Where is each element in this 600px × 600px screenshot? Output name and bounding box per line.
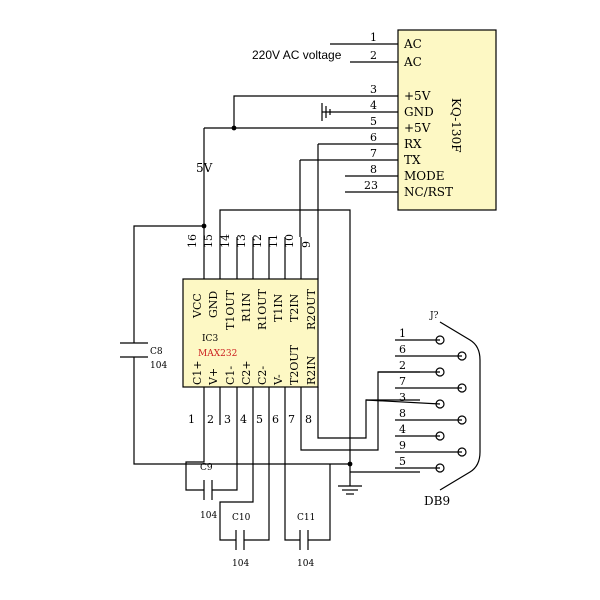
ic-top-pin-number-16: 16	[186, 234, 199, 248]
ic-bottom-pin-label-c2m: C2-	[256, 366, 269, 385]
capacitor-c11-value: 104	[297, 559, 314, 569]
capacitor-c11-name: C11	[297, 513, 315, 523]
ic-part-name: MAX232	[198, 349, 237, 359]
capacitor-c8	[120, 342, 148, 358]
five-volt-label: 5V	[196, 161, 213, 175]
module-pin-number-3: 3	[370, 83, 377, 96]
capacitor-c8-name: C8	[150, 347, 163, 357]
ic-bottom-pin-number-5: 5	[256, 413, 263, 426]
db9-pin-number-1: 1	[399, 327, 406, 340]
ic-top-pin-label-t2in: T2IN	[288, 293, 301, 322]
module-name: KQ-130F	[449, 98, 463, 153]
db9-shell	[439, 321, 481, 491]
module-pin-label-6: RX	[404, 137, 422, 151]
db9-pins	[365, 335, 467, 473]
module-pin-label-23: NC/RST	[404, 185, 453, 199]
capacitor-c10	[219, 425, 270, 550]
capacitor-c9-value: 104	[200, 511, 217, 521]
ic-top-pin-lines	[203, 144, 319, 279]
ic-bottom-pin-label-c1p: C1+	[191, 360, 204, 385]
ic-bottom-pin-number-2: 2	[207, 413, 214, 426]
db9-pin-number-6: 6	[399, 343, 406, 356]
capacitor-c8-value: 104	[150, 361, 167, 371]
ic-top-pin-label-gnd: GND	[207, 291, 220, 318]
ic-bottom-pin-number-7: 7	[288, 413, 295, 426]
module-pin-number-8: 8	[370, 163, 377, 176]
ic-bottom-pin-number-3: 3	[224, 413, 231, 426]
module-pin-number-5: 5	[370, 115, 377, 128]
capacitor-c10-value: 104	[232, 559, 249, 569]
ic-top-pin-number-11: 11	[267, 234, 280, 248]
ic-bottom-pin-label-vm: V-	[272, 374, 285, 386]
db9-name: DB9	[424, 494, 450, 508]
ic-bottom-pin-label-c1m: C1-	[224, 366, 237, 385]
ic-bottom-pin-label-t2out: T2OUT	[288, 344, 301, 385]
ic-top-pin-number-14: 14	[219, 234, 232, 248]
power-wiring	[133, 95, 420, 495]
db9-pin-number-4: 4	[399, 423, 406, 436]
db9-pin-number-5: 5	[399, 455, 406, 468]
module-pin-label-8: MODE	[404, 169, 445, 183]
ic-bottom-pin-label-r2in: R2IN	[305, 355, 318, 385]
module-pin-number-7: 7	[370, 147, 377, 160]
capacitor-c10-name: C10	[232, 513, 251, 523]
ic-bottom-pin-lines	[203, 387, 319, 425]
ic-top-pin-label-t1in: T1IN	[272, 293, 285, 322]
ic-top-pin-label-vcc: VCC	[191, 293, 204, 319]
module-pin-label-3: +5V	[404, 89, 431, 103]
ic-top-pin-number-9: 9	[300, 241, 313, 248]
ic-designator: IC3	[202, 334, 218, 344]
db9-pin-number-3: 3	[399, 391, 406, 404]
module-pin-label-1: AC	[403, 37, 422, 51]
db9-pin-number-8: 8	[399, 407, 406, 420]
module-pin-label-5: +5V	[404, 121, 431, 135]
module-pin-label-7: TX	[404, 153, 421, 167]
module-pin-label-2: AC	[403, 55, 422, 69]
ic-top-pin-label-r1in: R1IN	[240, 292, 253, 322]
ic-bottom-pin-number-1: 1	[188, 413, 195, 426]
ac-voltage-label: 220V AC voltage	[252, 48, 342, 62]
db9-ref: J?	[429, 311, 439, 321]
ic-top-pin-number-12: 12	[251, 234, 264, 248]
capacitor-c9-name: C9	[200, 463, 213, 473]
ic-body	[182, 278, 319, 388]
module-pin-number-6: 6	[370, 131, 377, 144]
ic-top-pin-label-t1out: T1OUT	[224, 289, 237, 330]
module-pin-number-4: 4	[370, 99, 377, 112]
db9-pin-number-2: 2	[399, 359, 406, 372]
capacitor-c11	[284, 425, 331, 550]
ic-top-pin-number-15: 15	[202, 234, 215, 248]
db9-pin-number-9: 9	[399, 439, 406, 452]
ic-bottom-pin-label-c2p: C2+	[240, 360, 253, 385]
ic-bottom-pin-label-vp: V+	[207, 368, 220, 386]
capacitor-c9	[185, 425, 238, 500]
module-pin-number-2: 2	[370, 49, 377, 62]
ic-top-pin-number-13: 13	[235, 234, 248, 248]
ic-bottom-pin-number-4: 4	[240, 413, 247, 426]
ic-top-pin-number-10: 10	[283, 234, 296, 248]
module-pin-lines	[300, 43, 398, 193]
ic-bottom-pin-number-6: 6	[272, 413, 279, 426]
module-pin-label-4: GND	[404, 105, 434, 119]
module-body	[397, 29, 497, 211]
db9-pin-number-7: 7	[399, 375, 406, 388]
module-pin-number-23: 23	[364, 179, 378, 192]
ic-top-pin-label-r1out: R1OUT	[256, 288, 269, 330]
ic-bottom-pin-number-8: 8	[305, 413, 312, 426]
module-pin-number-1: 1	[370, 31, 377, 44]
ic-top-pin-label-r2out: R2OUT	[305, 288, 318, 330]
